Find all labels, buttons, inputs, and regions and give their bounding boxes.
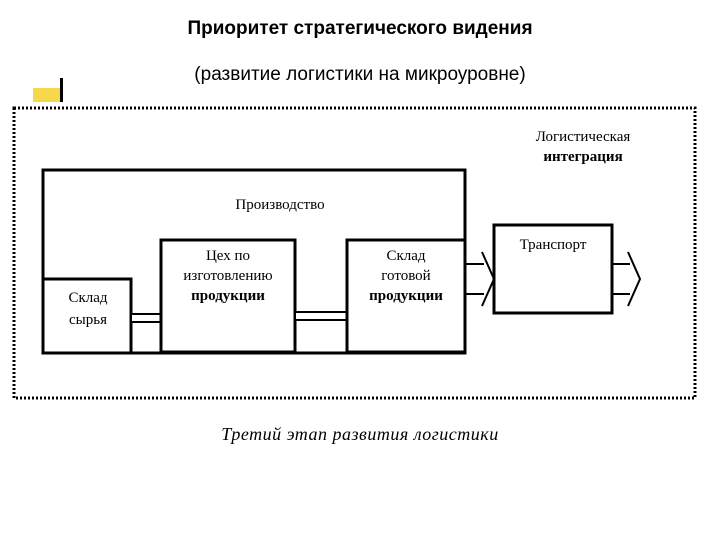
diagram-caption: Третий этап развития логистики — [221, 424, 499, 444]
finished-warehouse-line3: продукции — [369, 288, 443, 304]
production-label: Производство — [235, 197, 324, 213]
connector-workshop-finished — [294, 311, 348, 321]
workshop-line2: изготовлению — [183, 268, 272, 284]
finished-warehouse-block — [345, 238, 467, 354]
bullet-bar — [60, 78, 63, 102]
workshop-block — [159, 238, 297, 354]
transport-block — [492, 223, 614, 315]
finished-warehouse-line1: Склад — [386, 248, 425, 264]
arrow-from-transport — [612, 251, 642, 307]
slide-subtitle: (развитие логистики на микроуровне) — [194, 64, 526, 85]
arrow-to-transport — [465, 251, 496, 307]
raw-warehouse-line1: Склад — [68, 290, 107, 306]
workshop-line1: Цех по — [206, 248, 250, 264]
raw-warehouse-line2: сырья — [69, 312, 107, 328]
finished-warehouse-line2: готовой — [381, 268, 430, 284]
connector-raw-workshop — [130, 313, 162, 323]
bullet-marker — [33, 88, 63, 102]
integration-label-line1: Логистическая — [536, 129, 631, 145]
transport-label: Транспорт — [520, 237, 587, 253]
integration-frame — [12, 106, 697, 400]
integration-label-line2: интеграция — [543, 149, 622, 165]
workshop-line3: продукции — [191, 288, 265, 304]
slide-title: Приоритет стратегического видения — [187, 18, 533, 39]
